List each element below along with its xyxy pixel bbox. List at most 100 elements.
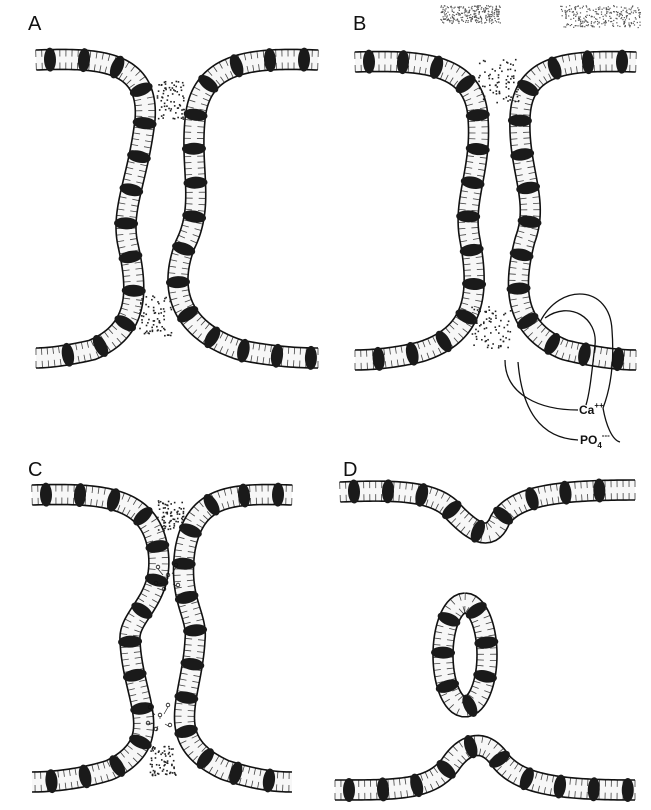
noise-speck	[578, 5, 579, 6]
lipid-stripe	[175, 709, 182, 710]
noise-speck	[560, 6, 561, 7]
noise-speck	[575, 25, 576, 26]
noise-speck	[465, 14, 466, 15]
panel-d-label: D	[343, 459, 357, 481]
stipple-dot	[492, 68, 494, 70]
stipple-dot	[508, 88, 510, 90]
stipple-dot	[167, 99, 169, 101]
noise-speck	[498, 18, 499, 19]
stipple-dot	[500, 320, 502, 322]
stipple-dot	[510, 68, 512, 70]
noise-speck	[476, 17, 477, 18]
stipple-dot	[477, 309, 479, 311]
noise-speck	[629, 19, 630, 20]
noise-speck	[496, 9, 497, 10]
stipple-dot	[489, 309, 491, 311]
noise-speck	[602, 9, 603, 10]
panel-c-right-membrane	[171, 483, 292, 794]
noise-speck	[466, 10, 467, 11]
noise-speck	[466, 20, 467, 21]
noise-speck	[574, 7, 575, 8]
stipple-dot	[483, 60, 485, 62]
noise-speck	[634, 10, 635, 11]
noise-speck	[471, 7, 472, 8]
stipple-dot	[481, 339, 483, 341]
stipple-dot	[159, 767, 161, 769]
stipple-dot	[496, 86, 498, 88]
noise-speck	[591, 23, 592, 24]
lipid-stripe	[458, 228, 465, 229]
lipid-stripe	[523, 138, 530, 139]
noise-speck	[467, 22, 468, 23]
stipple-dot	[182, 116, 184, 118]
stipple-dot	[158, 529, 160, 531]
noise-speck	[606, 11, 607, 12]
stipple-dot	[158, 303, 160, 305]
noise-speck	[580, 19, 581, 20]
stipple-dot	[145, 304, 147, 306]
stipple-dot	[152, 750, 154, 752]
stipple-dot	[164, 82, 166, 84]
stipple-dot	[183, 508, 185, 510]
stipple-dot	[163, 530, 165, 532]
stipple-dot	[155, 753, 157, 755]
noise-speck	[447, 15, 448, 16]
stipple-dot	[169, 301, 171, 303]
noise-speck	[492, 19, 493, 20]
noise-speck	[623, 23, 624, 24]
stipple-dot	[151, 327, 153, 329]
stipple-dot	[162, 517, 164, 519]
noise-speck	[629, 8, 630, 9]
stipple-dot	[176, 81, 178, 83]
stipple-dot	[169, 87, 171, 89]
stipple-dot	[490, 89, 492, 91]
stipple-dot	[160, 308, 162, 310]
lipid-stripe	[446, 646, 453, 647]
noise-speck	[626, 10, 627, 11]
stipple-dot	[151, 760, 153, 762]
noise-speck	[606, 22, 607, 23]
stipple-dot	[510, 96, 512, 98]
stipple-dot	[473, 344, 475, 346]
noise-speck	[444, 15, 445, 16]
lipid-stripe	[433, 644, 440, 645]
noise-speck	[606, 8, 607, 9]
noise-speck	[603, 19, 604, 20]
noise-speck	[489, 21, 490, 22]
noise-speck	[450, 20, 451, 21]
noise-speck	[605, 20, 606, 21]
noise-speck	[588, 24, 589, 25]
stipple-dot	[174, 118, 176, 120]
stipple-dot	[172, 754, 174, 756]
noise-speck	[602, 16, 603, 17]
stipple-dot	[162, 752, 164, 754]
stipple-dot	[153, 324, 155, 326]
noise-speck	[446, 17, 447, 18]
noise-speck	[452, 16, 453, 17]
stipple-dot	[165, 504, 167, 506]
stipple-dot	[499, 93, 501, 95]
stipple-dot	[476, 322, 478, 324]
noise-speck	[586, 6, 587, 7]
noise-speck	[452, 14, 453, 15]
noise-speck	[620, 18, 621, 19]
noise-speck	[613, 5, 614, 6]
stipple-dot	[500, 346, 502, 348]
noise-speck	[494, 16, 495, 17]
noise-speck	[471, 20, 472, 21]
noise-speck	[463, 6, 464, 7]
noise-speck	[453, 20, 454, 21]
noise-speck	[449, 20, 450, 21]
stipple-dot	[162, 117, 164, 119]
stipple-dot	[158, 84, 160, 86]
noise-speck	[485, 22, 486, 23]
noise-speck	[562, 15, 563, 16]
noise-speck	[606, 15, 607, 16]
noise-speck	[624, 17, 625, 18]
membrane-protein	[622, 778, 634, 802]
noise-speck	[478, 9, 479, 10]
noise-speck	[616, 14, 617, 15]
noise-speck	[480, 5, 481, 6]
noise-speck	[480, 17, 481, 18]
stipple-dot	[506, 79, 508, 81]
